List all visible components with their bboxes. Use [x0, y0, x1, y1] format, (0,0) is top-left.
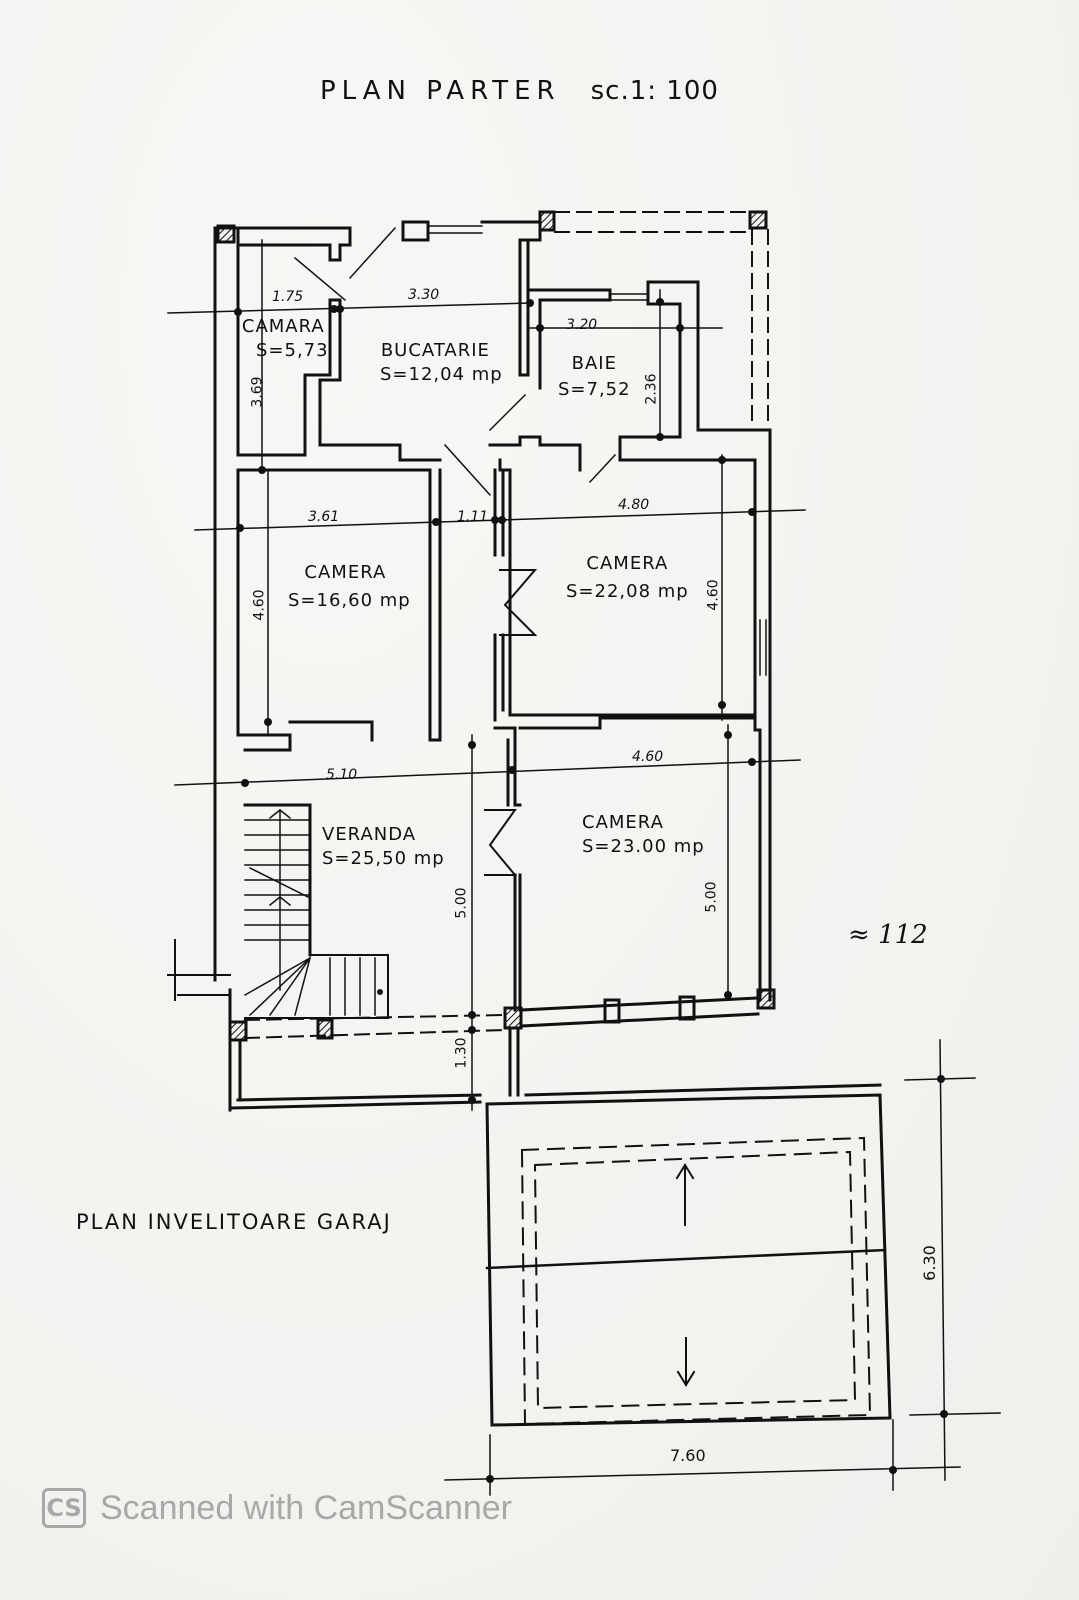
room-bucatarie: BUCATARIE S=12,04 mp: [368, 342, 503, 384]
room-name: CAMERA: [586, 553, 669, 574]
dim-camera-3-depth: 5.00: [703, 881, 720, 913]
room-name: CAMERA: [304, 562, 387, 583]
dim-porch-depth: 1.30: [453, 1037, 470, 1069]
dim-baie-width: 3.20: [566, 317, 598, 333]
dim-camera-1-width: 3.61: [308, 509, 340, 525]
room-name: BUCATARIE: [380, 340, 490, 361]
dim-garage-depth: 6.30: [919, 1245, 939, 1281]
dim-camera-3-width: 4.60: [632, 749, 664, 765]
dim-hall-width: 1.11: [457, 509, 489, 525]
dim-baie-depth: 2.36: [643, 373, 660, 405]
plan-title: PLAN PARTER sc.1: 100: [320, 78, 719, 104]
room-area: S=12,04 mp: [380, 364, 503, 385]
room-veranda: VERANDA S=25,50 mp: [322, 826, 445, 868]
room-camera-2: CAMERA S=22,08 mp: [566, 555, 689, 601]
dim-camera-2-depth: 4.60: [705, 579, 722, 611]
room-camera-3: CAMERA S=23.00 mp: [582, 814, 705, 856]
room-area: S=23.00 mp: [582, 836, 705, 857]
room-name: BAIE: [571, 353, 617, 374]
garage-plan-title: PLAN INVELITOARE GARAJ: [76, 1210, 392, 1234]
dim-veranda-width: 5.10: [326, 767, 358, 783]
camscanner-logo-icon: CS: [42, 1488, 86, 1528]
camscanner-watermark: CS Scanned with CamScanner: [42, 1488, 512, 1528]
room-area: S=25,50 mp: [322, 848, 445, 869]
handwritten-area-note: ≈ 112: [848, 920, 928, 950]
room-area: S=5,73: [256, 340, 329, 361]
dim-veranda-depth: 5.00: [453, 887, 470, 919]
dim-garage-width: 7.60: [670, 1446, 706, 1465]
dim-bucatarie-width: 3.30: [408, 287, 440, 303]
room-name: CAMARA: [241, 316, 325, 337]
room-name: VERANDA: [322, 824, 417, 845]
room-name: CAMERA: [582, 812, 664, 833]
room-area: S=22,08 mp: [566, 581, 689, 602]
room-camera-1: CAMERA S=16,60 mp: [280, 564, 411, 610]
room-baie: BAIE S=7,52: [558, 355, 631, 399]
dim-camera-1-depth: 4.60: [251, 589, 268, 621]
room-area: S=16,60 mp: [288, 590, 411, 611]
dim-camera-2-width: 4.80: [618, 497, 650, 513]
plan-title-text: PLAN PARTER: [320, 76, 561, 106]
room-area: S=7,52: [558, 379, 631, 400]
room-camara: CAMARA S=5,73: [238, 318, 329, 360]
dim-camara-depth: 3.69: [249, 376, 266, 408]
watermark-text: Scanned with CamScanner: [100, 1488, 513, 1527]
dim-camara-width: 1.75: [272, 289, 304, 305]
plan-scale: sc.1: 100: [590, 76, 719, 106]
